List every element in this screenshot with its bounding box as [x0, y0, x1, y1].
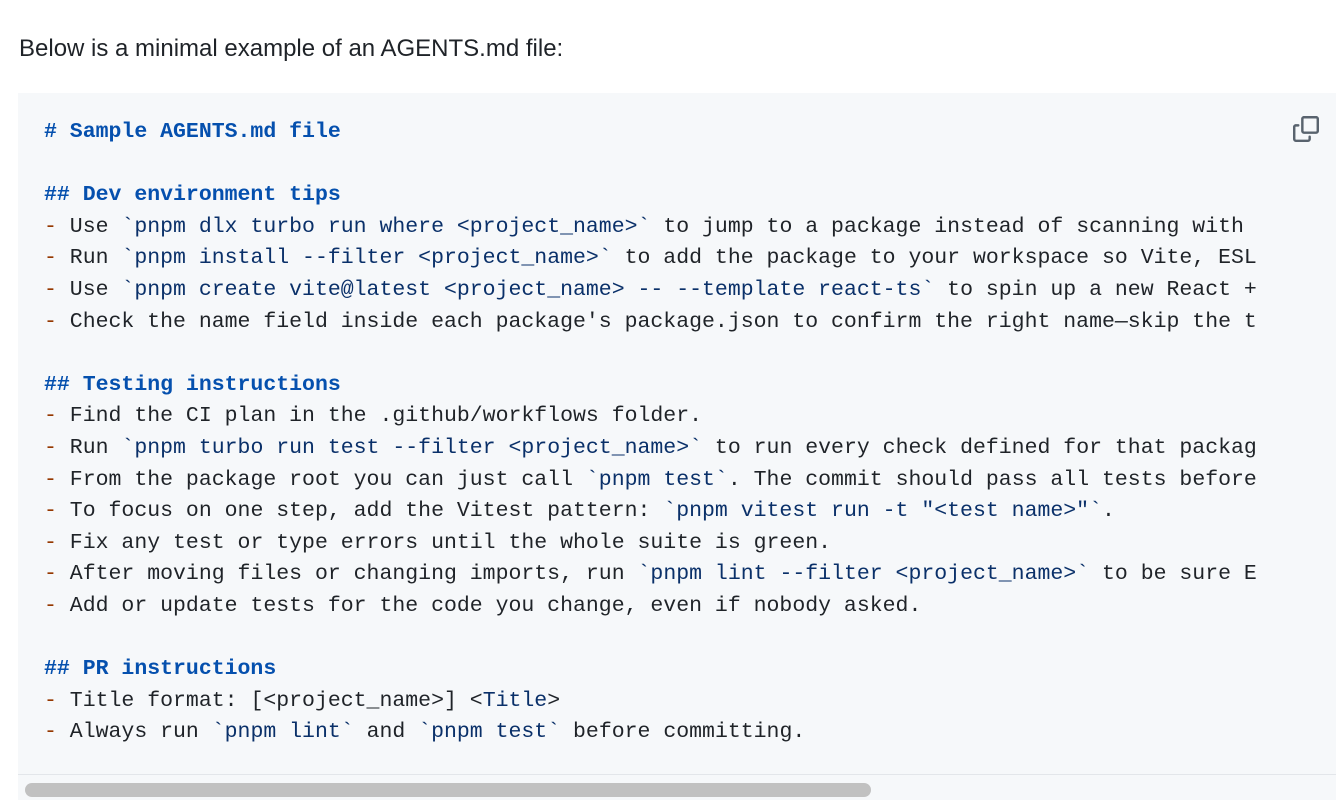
code-line: [44, 149, 1257, 181]
code-block: # Sample AGENTS.md file ## Dev environme…: [18, 93, 1336, 800]
list-marker: -: [44, 309, 57, 334]
code-text: Use: [56, 214, 122, 239]
code-line: [44, 338, 1257, 370]
intro-text: Below is a minimal example of an AGENTS.…: [19, 35, 564, 62]
code-text: Run: [56, 246, 122, 271]
code-line: - Fix any test or type errors until the …: [44, 528, 1257, 560]
code-text: to add the package to your workspace so …: [611, 246, 1257, 271]
code-text: to be sure E: [1089, 562, 1257, 587]
code-heading: ## PR instructions: [44, 657, 277, 682]
code-text: Title format: [<project_name>] <: [56, 688, 483, 713]
list-marker: -: [44, 562, 57, 587]
code-line: ## Testing instructions: [44, 370, 1257, 402]
inline-code: Title: [482, 688, 548, 713]
list-marker: -: [44, 499, 57, 524]
code-text: Use: [56, 277, 122, 302]
list-marker: -: [44, 720, 57, 745]
list-marker: -: [44, 593, 57, 618]
code-line: - Find the CI plan in the .github/workfl…: [44, 401, 1257, 433]
code-line: - Run `pnpm install --filter <project_na…: [44, 243, 1257, 275]
code-text: to spin up a new React +: [934, 277, 1257, 302]
code-line: # Sample AGENTS.md file: [44, 117, 1257, 149]
list-marker: -: [44, 246, 57, 271]
code-text: to jump to a package instead of scanning…: [650, 214, 1244, 239]
scrollbar-thumb[interactable]: [25, 783, 871, 797]
inline-code: `pnpm lint --filter <project_name>`: [637, 562, 1090, 587]
inline-code: `pnpm turbo run test --filter <project_n…: [121, 435, 703, 460]
code-line: - To focus on one step, add the Vitest p…: [44, 496, 1257, 528]
list-marker: -: [44, 467, 57, 492]
list-marker: -: [44, 214, 57, 239]
code-heading: ## Testing instructions: [44, 372, 341, 397]
list-marker: -: [44, 277, 57, 302]
code-line: ## PR instructions: [44, 654, 1257, 686]
code-text: to run every check defined for that pack…: [702, 435, 1257, 460]
inline-code: `pnpm lint`: [211, 720, 354, 745]
inline-code: `pnpm create vite@latest <project_name> …: [121, 277, 935, 302]
inline-code: `pnpm dlx turbo run where <project_name>…: [121, 214, 651, 239]
code-text: To focus on one step, add the Vitest pat…: [56, 499, 664, 524]
code-line: - Title format: [<project_name>] <Title>: [44, 686, 1257, 718]
code-heading: ## Dev environment tips: [44, 183, 341, 208]
list-marker: -: [44, 530, 57, 555]
code-text: After moving files or changing imports, …: [56, 562, 638, 587]
code-text: before committing.: [560, 720, 806, 745]
code-line: - From the package root you can just cal…: [44, 465, 1257, 497]
code-text: Check the name field inside each package…: [56, 309, 1257, 334]
code-text: . The commit should pass all tests befor…: [727, 467, 1257, 492]
horizontal-scrollbar[interactable]: [18, 774, 1336, 800]
inline-code: `pnpm test`: [585, 467, 728, 492]
code-text: and: [353, 720, 419, 745]
code-content: # Sample AGENTS.md file ## Dev environme…: [44, 117, 1257, 749]
code-heading: # Sample AGENTS.md file: [44, 120, 341, 144]
code-text: Fix any test or type errors until the wh…: [56, 530, 832, 555]
list-marker: -: [44, 404, 57, 429]
code-line: [44, 623, 1257, 655]
code-text: >: [547, 688, 561, 713]
code-line: - Use `pnpm dlx turbo run where <project…: [44, 212, 1257, 244]
copy-icon: [1293, 116, 1319, 142]
code-line: - Use `pnpm create vite@latest <project_…: [44, 275, 1257, 307]
code-line: - After moving files or changing imports…: [44, 559, 1257, 591]
copy-button[interactable]: [1291, 114, 1321, 144]
code-text: .: [1101, 499, 1115, 524]
inline-code: `pnpm vitest run -t "<test name>"`: [663, 499, 1102, 524]
inline-code: `pnpm test`: [418, 720, 561, 745]
code-text: From the package root you can just call: [56, 467, 586, 492]
code-text: Add or update tests for the code you cha…: [56, 593, 922, 618]
inline-code: `pnpm install --filter <project_name>`: [121, 246, 612, 271]
code-text: Find the CI plan in the .github/workflow…: [56, 404, 703, 429]
list-marker: -: [44, 435, 57, 460]
code-line: - Always run `pnpm lint` and `pnpm test`…: [44, 717, 1257, 749]
code-line: - Run `pnpm turbo run test --filter <pro…: [44, 433, 1257, 465]
list-marker: -: [44, 688, 57, 713]
code-line: - Check the name field inside each packa…: [44, 307, 1257, 339]
code-line: ## Dev environment tips: [44, 180, 1257, 212]
code-text: Always run: [56, 720, 212, 745]
code-line: - Add or update tests for the code you c…: [44, 591, 1257, 623]
code-text: Run: [56, 435, 122, 460]
